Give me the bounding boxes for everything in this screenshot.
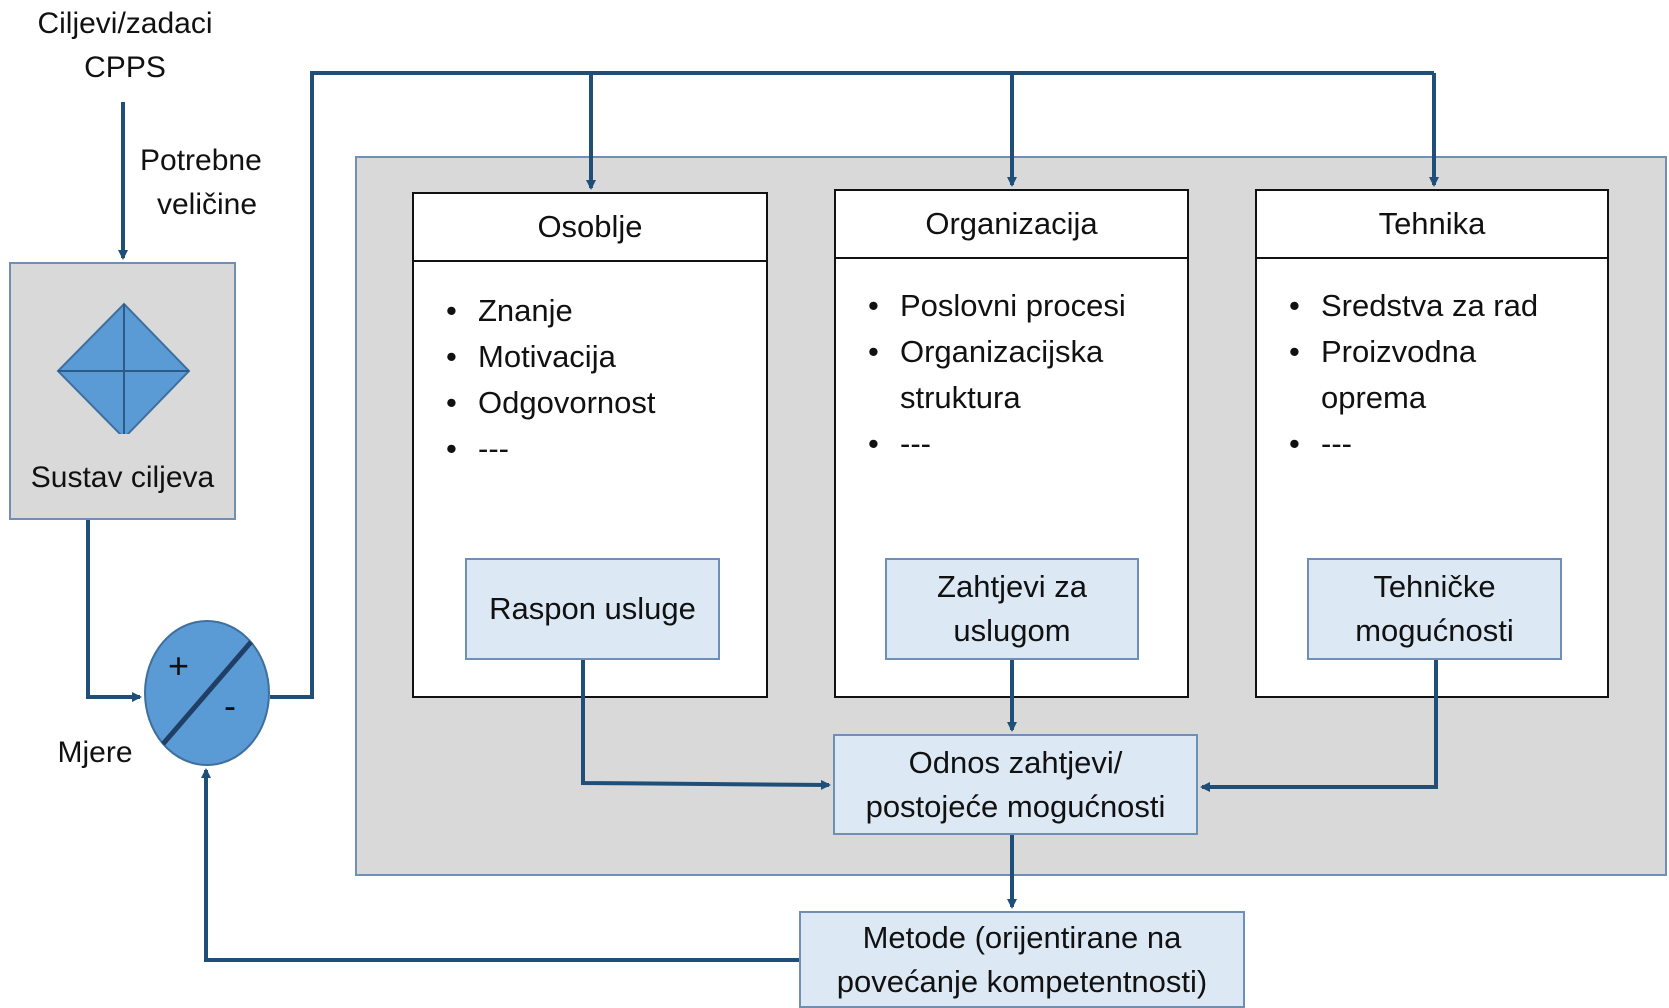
column-technology-title: Tehnika [1257,191,1607,259]
service-requirements-box: Zahtjevi za uslugom [885,558,1139,660]
list-item: Odgovornost [438,380,656,426]
goal-diamond-icon [56,302,191,434]
list-item: Poslovni procesi [860,283,1126,329]
column-technology-list: Sredstva za rad Proizvodna oprema --- [1281,283,1538,467]
goals-label: Ciljevi/zadaci CPPS [37,7,213,84]
list-item: Znanje [438,288,656,334]
goal-system-box: Sustav ciljeva [9,262,236,520]
list-item: --- [438,426,656,472]
methods-box: Metode (orijentirane na povećanje kompet… [799,911,1245,1008]
list-item: Motivacija [438,334,656,380]
list-item: --- [1281,421,1538,467]
list-item: --- [860,421,1126,467]
technical-capabilities-box: Tehničke mogućnosti [1307,558,1562,660]
comparator-circle [144,620,270,766]
list-item: Sredstva za rad [1281,283,1538,329]
list-item: Organizacijska struktura [860,329,1126,421]
column-organization-list: Poslovni procesi Organizacijska struktur… [860,283,1126,467]
column-staff-title: Osoblje [414,194,766,262]
measures-label: Mjere [57,736,133,769]
list-item: Proizvodna oprema [1281,329,1538,421]
goal-system-label: Sustav ciljeva [30,461,215,494]
service-range-box: Raspon usluge [465,558,720,660]
required-values-label: Potrebne veličine [140,144,262,221]
column-staff-list: Znanje Motivacija Odgovornost --- [438,288,656,472]
comparator-minus-sign: - [224,685,236,726]
relation-box: Odnos zahtjevi/ postojeće mogućnosti [833,734,1198,835]
comparator-plus-sign: + [168,645,190,686]
column-organization-title: Organizacija [836,191,1187,259]
